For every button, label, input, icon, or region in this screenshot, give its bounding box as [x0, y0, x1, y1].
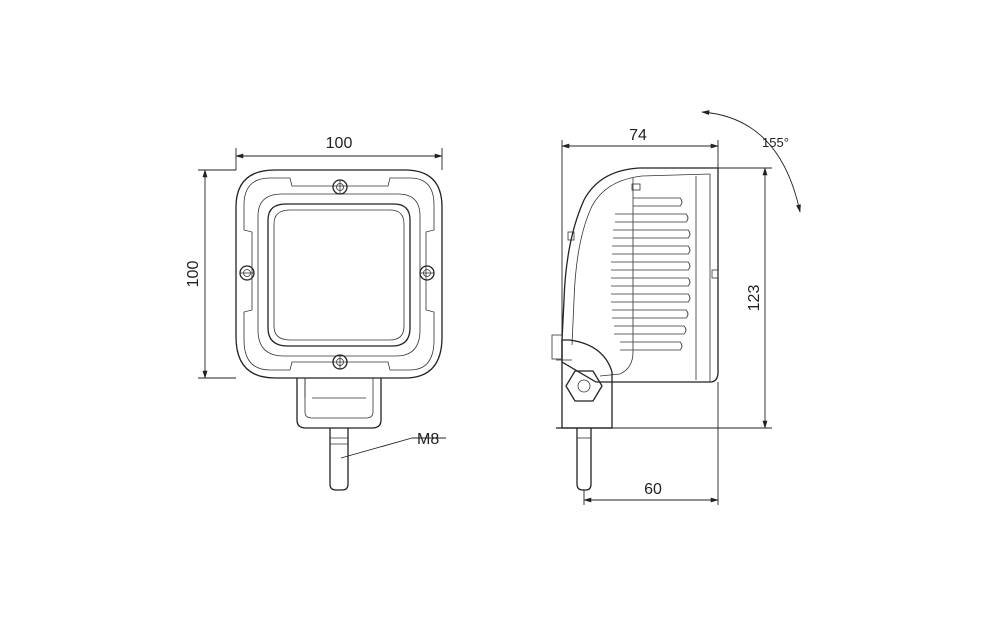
bracket-depth-label: 60	[644, 481, 662, 498]
front-lens	[267, 203, 411, 347]
side-housing-outline	[561, 167, 719, 383]
front-bezel	[257, 193, 421, 357]
side-height-label: 123	[746, 285, 763, 312]
side-bolt	[576, 428, 592, 491]
front-height-label: 100	[185, 261, 202, 288]
side-bracket	[561, 339, 613, 429]
rotation-arc	[701, 110, 801, 213]
screw-top	[332, 179, 348, 195]
screw-left	[239, 265, 255, 281]
front-bracket	[296, 378, 382, 429]
rotation-label: 155°	[762, 135, 789, 150]
screw-bottom	[332, 354, 348, 370]
front-width-label: 100	[326, 135, 353, 152]
front-frame	[243, 177, 435, 371]
cooling-fins	[611, 197, 691, 351]
front-height-dimension	[198, 169, 236, 379]
bracket-depth-dimension	[583, 382, 719, 505]
front-housing-outline	[235, 169, 443, 379]
thread-label: M8	[417, 431, 439, 448]
front-lens-inner	[273, 209, 405, 341]
front-bracket-inner	[304, 378, 374, 419]
hex-nut	[565, 370, 603, 402]
side-view: 74 123 60 155°	[551, 110, 801, 505]
front-bolt	[329, 428, 349, 491]
side-depth-label: 74	[629, 127, 647, 144]
front-width-dimension	[235, 148, 443, 170]
front-view: 100 100 M8	[185, 135, 446, 491]
thread-leader	[340, 437, 446, 459]
side-housing-inner	[571, 173, 711, 346]
screw-right	[419, 265, 435, 281]
